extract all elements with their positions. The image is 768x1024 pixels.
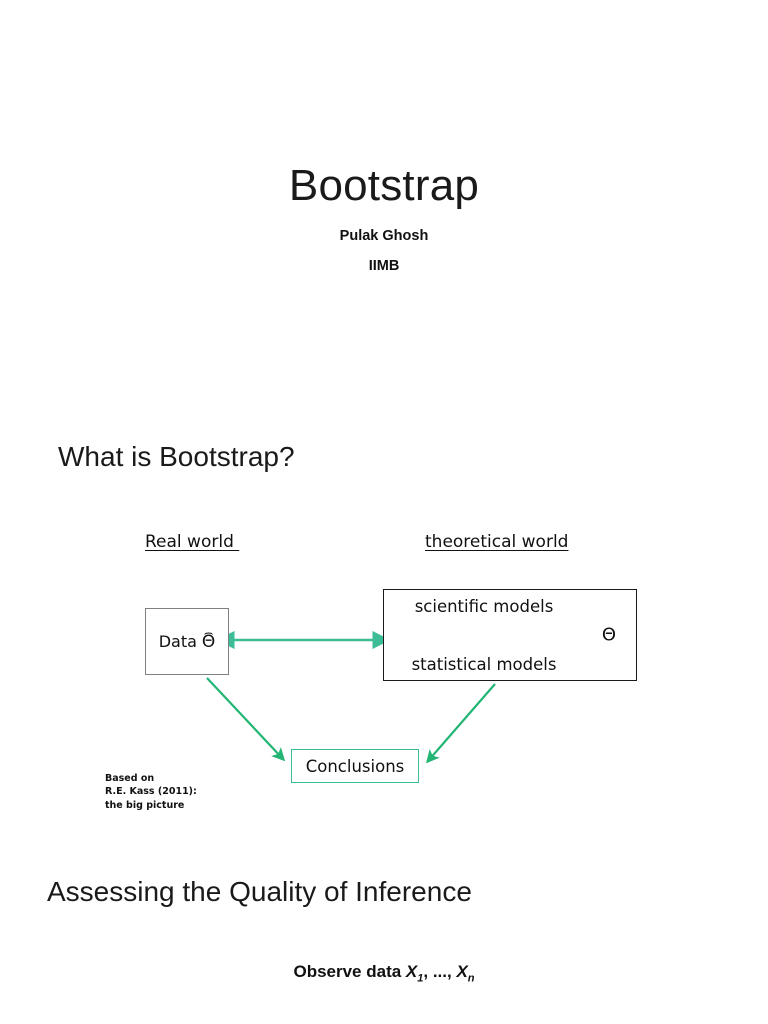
arrow-data-to-conclusions xyxy=(206,677,286,762)
presentation-affiliation: IIMB xyxy=(368,258,400,274)
presentation-title: Bootstrap xyxy=(288,161,480,210)
conclusions-box: Conclusions xyxy=(291,749,419,783)
presentation-author: Pulak Ghosh xyxy=(339,228,429,244)
scientific-models-label: scientific models xyxy=(414,597,554,616)
theta-parameter-symbol: Θ xyxy=(601,624,616,646)
statistical-models-label: statistical models xyxy=(411,655,557,674)
label-theoretical-world: theoretical world xyxy=(425,532,569,552)
conclusions-label: Conclusions xyxy=(305,756,405,776)
arrow-models-to-conclusions xyxy=(425,683,496,764)
observe-ellipsis: , ..., xyxy=(423,962,457,981)
hat-accent-icon: ⌢ xyxy=(203,623,214,641)
data-box-label: Data xyxy=(158,632,197,651)
theta-hat-symbol: ⌢ Θ xyxy=(201,625,216,652)
observe-subscript-last: n xyxy=(467,972,475,985)
data-box: Data ⌢ Θ xyxy=(145,608,229,675)
observe-variable-last: X xyxy=(456,962,468,981)
observe-subscript-first: 1 xyxy=(417,972,424,985)
models-box: scientific models statistical models Θ xyxy=(383,589,637,681)
observe-data-line: Observe data X1, ..., Xn xyxy=(0,962,768,984)
heading-what-is-bootstrap: What is Bootstrap? xyxy=(58,441,295,472)
heading-assessing-quality-of-inference: Assessing the Quality of Inference xyxy=(47,876,472,907)
label-real-world: Real world xyxy=(145,532,240,552)
observe-variable-first: X xyxy=(405,962,418,981)
data-box-content: Data ⌢ Θ xyxy=(158,625,216,652)
observe-prefix: Observe data xyxy=(293,962,406,981)
diagram-source-credit: Based on R.E. Kass (2011): the big pictu… xyxy=(105,773,197,811)
theta-glyph: Θ xyxy=(201,632,216,652)
